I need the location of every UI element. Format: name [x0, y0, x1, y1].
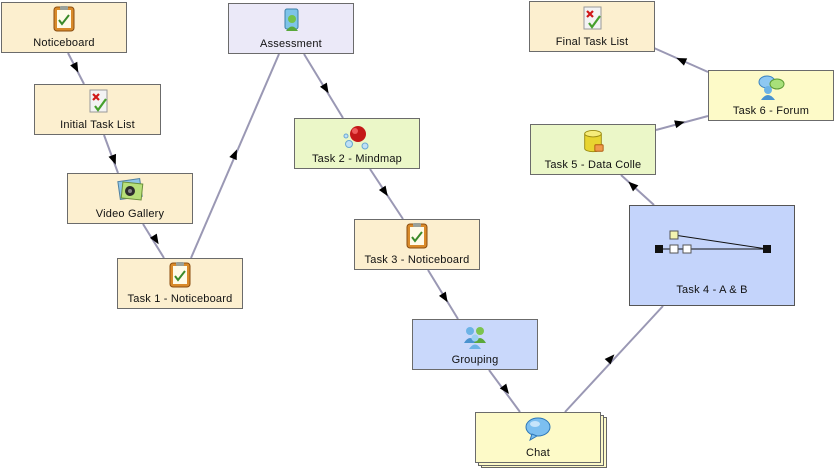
connector-line [142, 223, 165, 259]
node-label: Final Task List [555, 36, 629, 48]
arrowhead [70, 61, 79, 73]
gallery-icon [117, 177, 144, 201]
node-label: Task 6 - Forum [732, 105, 810, 117]
arrowhead [229, 149, 237, 161]
node-assessment[interactable]: Assessment [228, 3, 354, 54]
node-grouping[interactable]: Grouping [412, 319, 538, 370]
arrowhead [674, 120, 685, 129]
data-collection-icon [584, 130, 604, 153]
connector-line [564, 305, 664, 413]
node-label: Initial Task List [60, 119, 135, 131]
node-chat[interactable]: Chat [475, 412, 601, 463]
node-task6-forum[interactable]: Task 6 - Forum [708, 70, 834, 121]
node-label: Chat [525, 447, 551, 459]
arrowhead [604, 354, 615, 365]
arrowhead [628, 181, 639, 192]
arrowhead [319, 82, 329, 94]
node-label: Task 2 - Mindmap [311, 153, 402, 165]
forum-icon [758, 75, 785, 100]
node-label: Video Gallery [95, 208, 165, 220]
edges [67, 47, 709, 413]
noticeboard-icon [406, 223, 428, 249]
noticeboard-icon [169, 262, 191, 288]
arrowhead [378, 185, 388, 197]
arrowhead [676, 57, 688, 66]
node-label: Task 3 - Noticeboard [364, 254, 470, 266]
node-noticeboard[interactable]: Noticeboard [1, 2, 127, 53]
node-task4-branching[interactable]: Task 4 - A & B [629, 205, 795, 306]
connector-line [103, 134, 119, 174]
arrowhead [149, 233, 159, 245]
node-label: Assessment [260, 38, 322, 50]
node-label: Grouping [451, 354, 499, 366]
node-task2-mindmap[interactable]: Task 2 - Mindmap [294, 118, 420, 169]
chat-icon [525, 417, 551, 442]
arrowhead [108, 153, 117, 165]
grouping-icon [464, 327, 486, 349]
connector-line [620, 174, 655, 206]
task-list-icon [89, 89, 107, 113]
node-video-gallery[interactable]: Video Gallery [67, 173, 193, 224]
node-task1-noticeboard[interactable]: Task 1 - Noticeboard [117, 258, 243, 309]
mindmap-icon [343, 126, 369, 150]
node-label: Task 4 - A & B [676, 284, 748, 296]
node-initial-task-list[interactable]: Initial Task List [34, 84, 161, 135]
node-label: Task 1 - Noticeboard [127, 293, 233, 305]
node-final-task-list[interactable]: Final Task List [529, 1, 655, 52]
node-label: Task 5 - Data Colle [544, 159, 642, 171]
node-task5-data-collection[interactable]: Task 5 - Data Colle [530, 124, 656, 175]
branching-icon [655, 230, 771, 254]
node-label: Noticeboard [33, 37, 95, 49]
noticeboard-icon [53, 6, 75, 32]
arrowhead [499, 383, 509, 395]
arrowhead [438, 291, 448, 303]
node-task3-noticeboard[interactable]: Task 3 - Noticeboard [354, 219, 480, 270]
assessment-icon [284, 8, 299, 31]
task-list-icon [583, 6, 602, 30]
